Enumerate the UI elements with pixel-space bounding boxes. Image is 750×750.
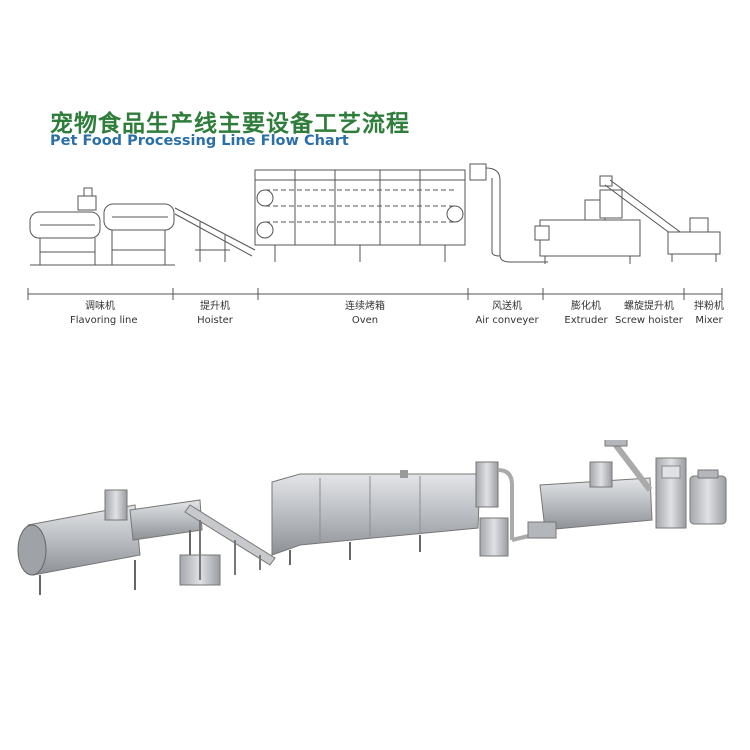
hoister-photo bbox=[184, 504, 276, 580]
flavoring-line-drawing bbox=[29, 187, 175, 266]
stage-mixer: 拌粉机 Mixer bbox=[688, 300, 730, 328]
stage-air-conveyer: 风送机 Air conveyer bbox=[472, 300, 542, 328]
stage-dimension-line bbox=[27, 288, 723, 300]
hoister-drawing bbox=[174, 207, 256, 262]
stage-cn-label: 螺旋提升机 bbox=[624, 301, 674, 312]
stage-cn-label: 连续烤箱 bbox=[345, 301, 385, 312]
extruder-drawing bbox=[534, 189, 641, 264]
oven-drawing bbox=[254, 169, 466, 262]
stage-en-label: Flavoring line bbox=[70, 315, 138, 326]
stage-oven: 连续烤箱 Oven bbox=[335, 300, 395, 328]
stage-hoister: 提升机 Hoister bbox=[185, 300, 245, 328]
air-conveyer-drawing bbox=[469, 163, 548, 263]
stage-en-label: Extruder bbox=[564, 315, 608, 326]
title-chinese: 宠物食品生产线主要设备工艺流程 bbox=[50, 111, 410, 137]
title-english: Pet Food Processing Line Flow Chart bbox=[50, 133, 349, 149]
stage-en-label: Mixer bbox=[695, 315, 723, 326]
stage-labels: 调味机 Flavoring line 提升机 Hoister 连续烤箱 Oven… bbox=[0, 300, 750, 340]
stage-en-label: Screw hoister bbox=[615, 315, 683, 326]
mixer-photo bbox=[689, 469, 727, 525]
stage-en-label: Air conveyer bbox=[475, 315, 539, 326]
extruder-photo bbox=[527, 461, 653, 539]
air-conveyer-photo bbox=[475, 461, 546, 557]
stage-en-label: Oven bbox=[351, 315, 379, 326]
stage-cn-label: 拌粉机 bbox=[694, 301, 724, 312]
stage-cn-label: 膨化机 bbox=[571, 301, 601, 312]
production-line-illustration bbox=[17, 440, 727, 595]
stage-extruder: 膨化机 Extruder bbox=[558, 300, 614, 328]
stage-cn-label: 风送机 bbox=[492, 301, 522, 312]
flavoring-line-photo bbox=[17, 489, 221, 595]
stage-flavoring: 调味机 Flavoring line bbox=[70, 300, 138, 328]
mixer-drawing bbox=[667, 217, 721, 262]
control-cabinet-photo bbox=[655, 457, 687, 529]
stage-screw-hoister: 螺旋提升机 Screw hoister bbox=[612, 300, 686, 328]
oven-photo bbox=[271, 470, 481, 565]
flow-line-drawing bbox=[27, 163, 723, 300]
stage-cn-label: 提升机 bbox=[200, 301, 230, 312]
stage-cn-label: 调味机 bbox=[85, 301, 115, 312]
screw-hoister-photo bbox=[604, 440, 653, 492]
stage-en-label: Hoister bbox=[197, 315, 233, 326]
